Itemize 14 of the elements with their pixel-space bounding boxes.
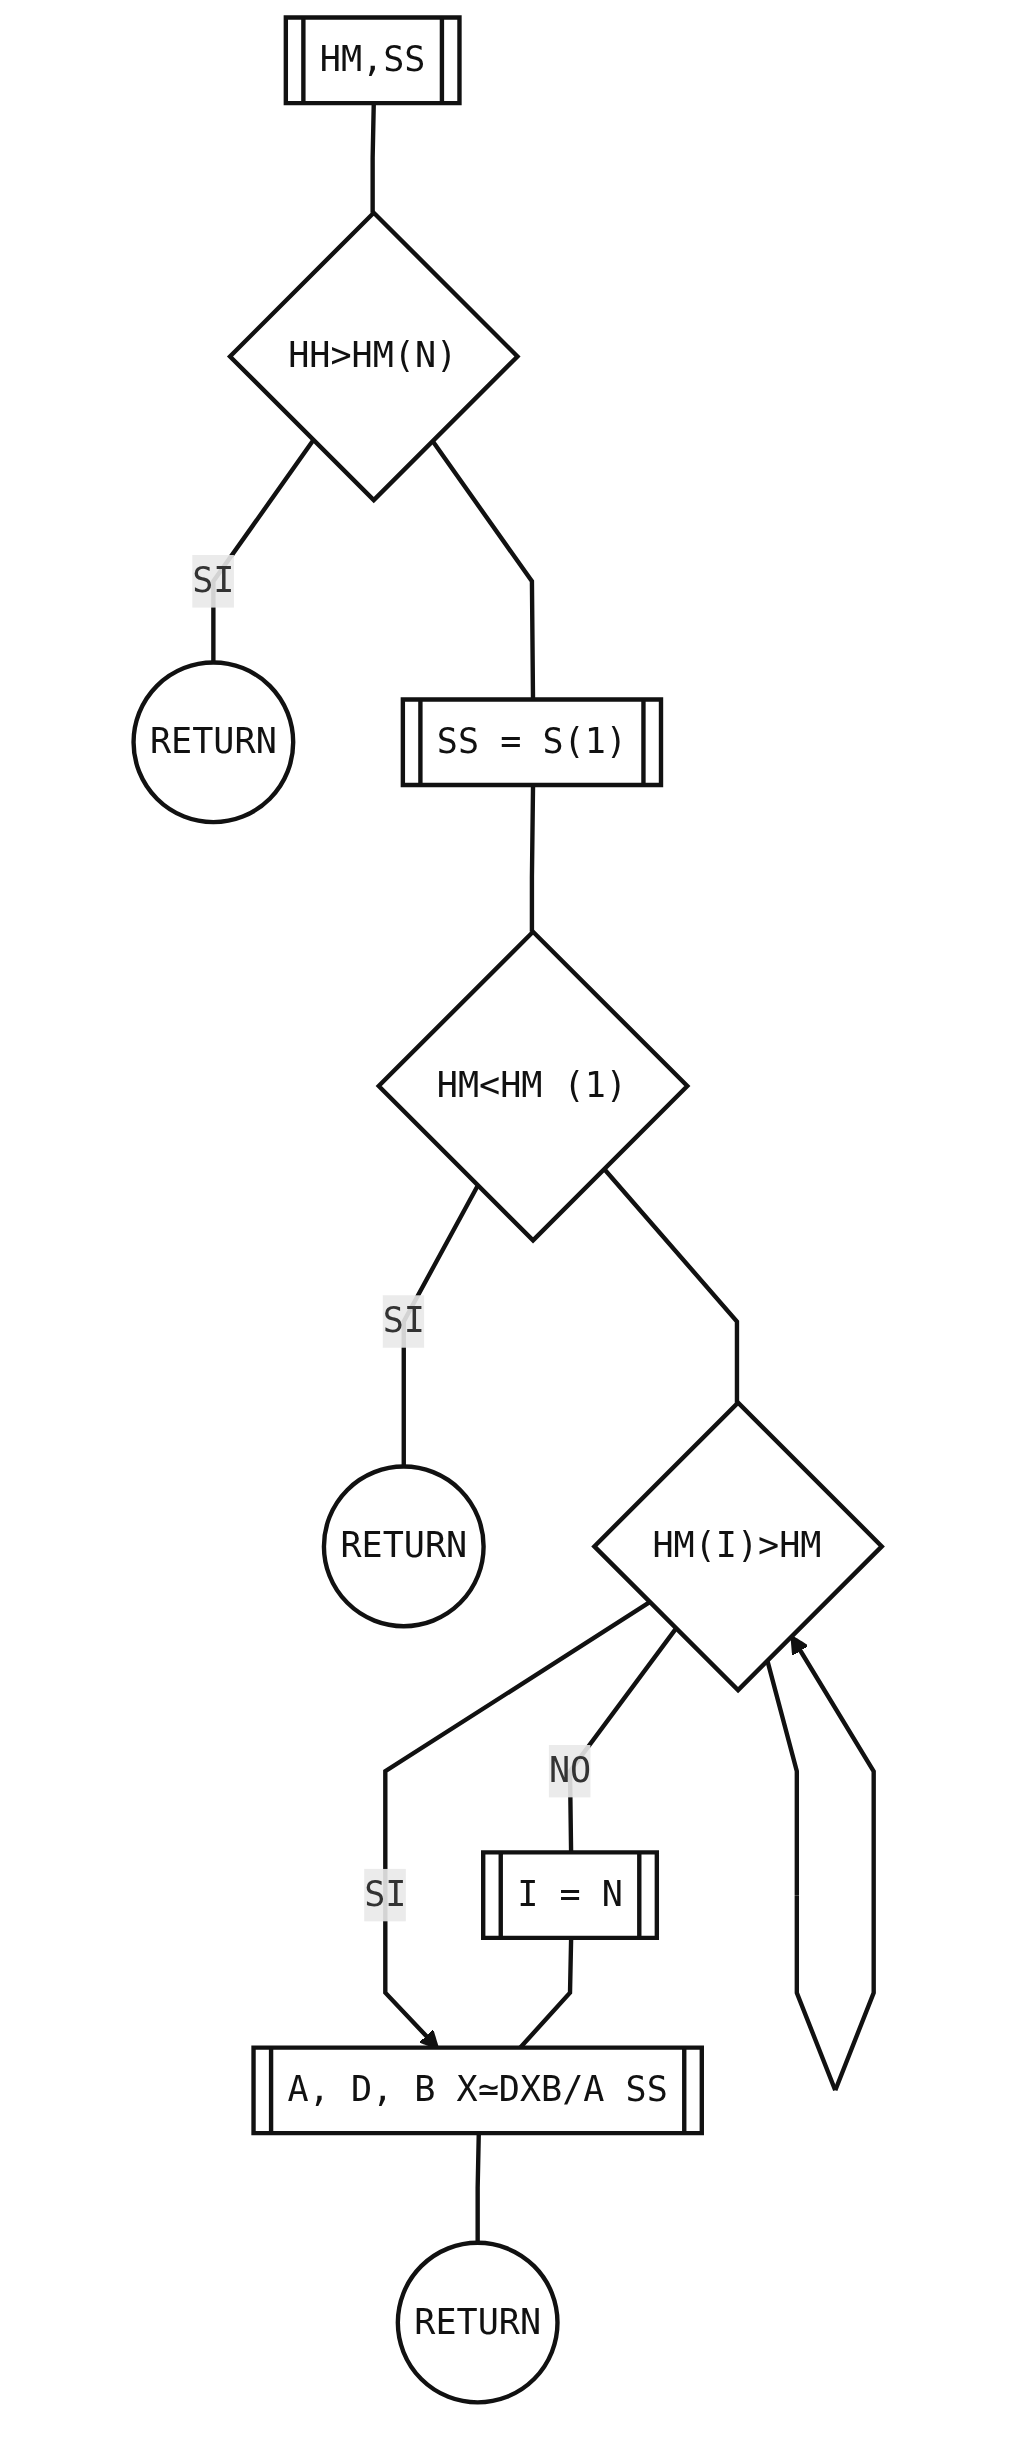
- connector: [530, 786, 536, 932]
- edge-label: SI: [364, 1873, 407, 1915]
- connector: [602, 1167, 740, 1403]
- edge-label: NO: [549, 1749, 592, 1791]
- node-diamond: HM(I)>HM: [591, 1399, 886, 1694]
- node-circle: RETURN: [395, 2240, 560, 2405]
- connector: [370, 104, 377, 213]
- node-circle: RETURN: [131, 660, 296, 825]
- edge-label: SI: [382, 1299, 426, 1342]
- edge-label: SI: [192, 559, 235, 602]
- node-diamond: HH>HM(N): [227, 209, 521, 504]
- node-circle: RETURN: [322, 1464, 487, 1629]
- connector: [475, 2134, 482, 2243]
- node-diamond: HM<HM (1): [375, 928, 691, 1244]
